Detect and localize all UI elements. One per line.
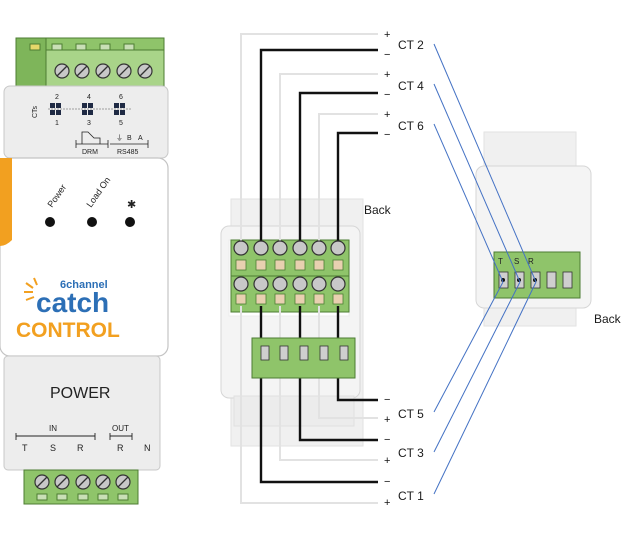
bluetooth-led bbox=[125, 217, 135, 227]
out-label: OUT bbox=[112, 424, 129, 433]
brand-sub: CONTROL bbox=[16, 319, 120, 342]
ct-header-label: CTs bbox=[32, 105, 39, 118]
ct-label-3: CT 3 bbox=[398, 446, 424, 460]
svg-text:−: − bbox=[384, 129, 390, 141]
rear-terminal-t: T bbox=[498, 257, 503, 266]
svg-text:−: − bbox=[384, 89, 390, 101]
ct-number-2: 2 bbox=[55, 94, 59, 101]
in-terminal-s: S bbox=[50, 443, 56, 453]
svg-text:−: − bbox=[384, 394, 390, 406]
ct-number-5: 5 bbox=[119, 120, 123, 127]
svg-text:+: + bbox=[384, 497, 390, 509]
rs485-terminal-a: A bbox=[138, 135, 143, 142]
drm-label: DRM bbox=[82, 149, 98, 156]
back-screw-terminals bbox=[233, 240, 346, 292]
in-terminal-r: R bbox=[77, 443, 84, 453]
out-terminal-r: R bbox=[117, 443, 124, 453]
bottom-terminal-block bbox=[23, 469, 139, 505]
device-io-panel: CTs 2 4 6 1 3 5 ⏚ B A DRM RS bbox=[3, 85, 169, 159]
back-secondary-terminal-block bbox=[251, 337, 356, 379]
ct-label-6: CT 6 bbox=[398, 119, 424, 133]
svg-text:+: + bbox=[384, 414, 390, 426]
in-label: IN bbox=[49, 424, 57, 433]
out-terminal-n: N bbox=[144, 443, 151, 453]
ct-port-icons bbox=[50, 103, 125, 115]
svg-text:+: + bbox=[384, 69, 390, 81]
ct-number-3: 3 bbox=[87, 120, 91, 127]
bluetooth-icon: ✱ bbox=[127, 199, 136, 211]
power-title: POWER bbox=[50, 385, 110, 402]
back-label-middle: Back bbox=[364, 203, 392, 217]
sun-logo-icon bbox=[24, 277, 38, 301]
ct-labels: CT 2 CT 4 CT 6 CT 5 CT 3 CT 1 bbox=[398, 38, 424, 503]
ct-number-1: 1 bbox=[55, 120, 59, 127]
brand-name: catch bbox=[36, 287, 109, 318]
svg-text:−: − bbox=[384, 49, 390, 61]
device-face: Power Load On ✱ 6channel catch CONTROL bbox=[0, 157, 169, 357]
ct-number-4: 4 bbox=[87, 94, 91, 101]
rs485-terminal-b: B bbox=[127, 135, 132, 142]
power-panel: POWER IN OUT T S R R N bbox=[3, 355, 161, 471]
rs485-terminal-ground: ⏚ bbox=[116, 134, 123, 142]
ct-link-lines bbox=[433, 43, 537, 495]
back-view-right: T S R Back bbox=[475, 131, 622, 327]
load-on-led bbox=[87, 217, 97, 227]
svg-text:+: + bbox=[384, 109, 390, 121]
rs485-label: RS485 bbox=[117, 149, 139, 156]
device-front: CTs 2 4 6 1 3 5 ⏚ B A DRM R S bbox=[0, 37, 169, 505]
top-terminal-block bbox=[15, 37, 165, 87]
svg-text:+: + bbox=[384, 455, 390, 467]
ct-label-4: CT 4 bbox=[398, 79, 424, 93]
drm-relay-icon bbox=[81, 131, 101, 144]
svg-text:−: − bbox=[384, 476, 390, 488]
ct-black-wires bbox=[259, 48, 378, 484]
brand-prefix: 6channel bbox=[60, 279, 108, 291]
ct-label-2: CT 2 bbox=[398, 38, 424, 52]
back-label-right: Back bbox=[594, 312, 622, 326]
ct-number-6: 6 bbox=[119, 94, 123, 101]
power-led bbox=[45, 217, 55, 227]
ct-label-1: CT 1 bbox=[398, 489, 424, 503]
ct-polarity-marks: + − + − + − − + − + − + bbox=[384, 29, 390, 509]
svg-text:+: + bbox=[384, 29, 390, 41]
ct-label-5: CT 5 bbox=[398, 407, 424, 421]
in-terminal-t: T bbox=[22, 443, 28, 453]
svg-text:−: − bbox=[384, 434, 390, 446]
rear-terminal-s: S bbox=[514, 257, 519, 266]
back-view-middle: Back bbox=[220, 33, 392, 504]
rear-terminal-r: R bbox=[528, 257, 534, 266]
